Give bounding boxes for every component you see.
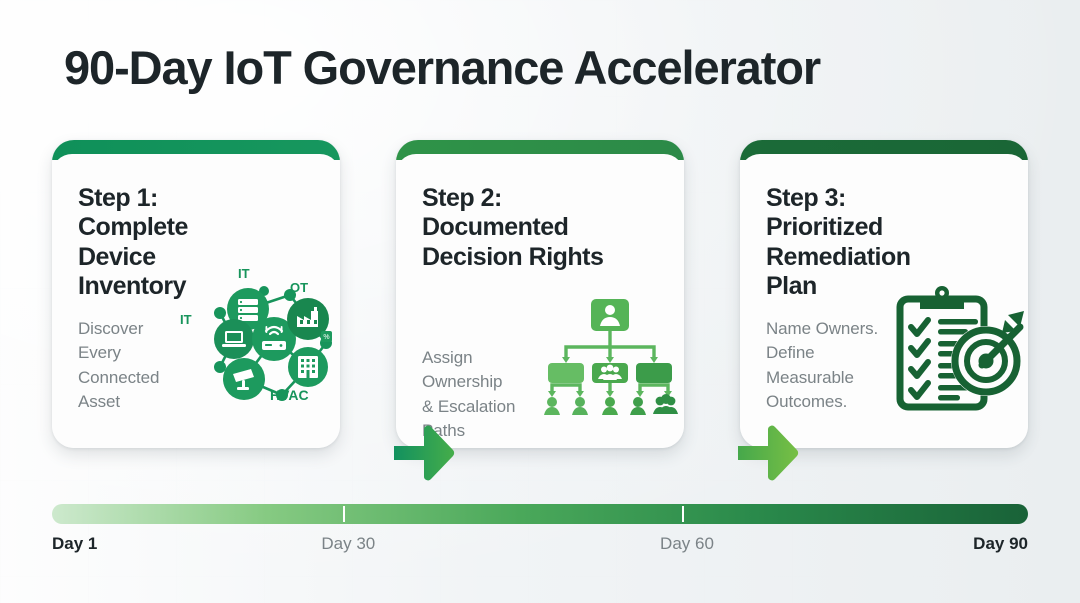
card-title-line: Decision Rights (422, 242, 604, 271)
card-title-line: Prioritized (766, 213, 883, 242)
card-subtitle-line: Assign (422, 347, 473, 367)
card-title: Step 3: Prioritized Remediation Plan (766, 184, 1006, 301)
timeline-bar[interactable] (52, 504, 1028, 524)
arrow-right-icon (738, 424, 800, 482)
icon-label-hvac: HVAC (270, 387, 309, 403)
card-subtitle-line: Every (78, 343, 121, 363)
card-title-line: Documented (422, 213, 569, 242)
timeline-tick-day60 (681, 506, 684, 522)
card-subtitle-line: & Escalation (422, 396, 516, 416)
svg-text:%: % (323, 334, 329, 341)
card-subtitle: Assign Ownership & Escalation Paths (422, 346, 662, 444)
timeline-label-day1: Day 1 (52, 534, 98, 553)
timeline-label-day30: Day 30 (321, 534, 376, 553)
card-body: Step 1: Complete Device Inventory Discov… (52, 154, 340, 448)
card-title: Step 2: Documented Decision Rights (422, 184, 662, 272)
timeline-label-day90: Day 90 (973, 534, 1028, 553)
card-subtitle: Discover Every Connected Asset (78, 317, 318, 415)
timeline: Day 1 Day 30 Day 60 Day 90 (52, 504, 1028, 553)
card-title-line: Step 2: (422, 184, 502, 212)
arrow-right-icon (394, 424, 456, 482)
card-subtitle-line: Ownership (422, 372, 503, 392)
network-devices-icon: % (204, 263, 340, 418)
card-subtitle-line: Asset (78, 392, 121, 412)
steps-container: Step 1: Complete Device Inventory Discov… (52, 140, 1028, 481)
card-subtitle-line: Paths (422, 421, 465, 441)
card-subtitle-line: Connected (78, 367, 160, 387)
card-body: Step 2: Documented Decision Rights Assig… (396, 154, 684, 448)
card-subtitle-line: Name Owners. (766, 319, 879, 338)
step-card-3[interactable]: Step 3: Prioritized Remediation Plan Nam… (740, 140, 1028, 448)
timeline-label-day60: Day 60 (660, 534, 714, 553)
card-title: Step 1: Complete Device Inventory (78, 184, 318, 301)
icon-label-it-2: IT (180, 312, 192, 327)
page-title: 90-Day IoT Governance Accelerator (64, 41, 821, 94)
card-title-line: Plan (766, 271, 817, 300)
org-chart-icon (542, 295, 678, 422)
card-title-line: Inventory (78, 271, 187, 300)
icon-label-it-1: IT (238, 266, 250, 281)
card-title-line: Complete (78, 213, 188, 242)
card-title-line: Step 3: (766, 184, 846, 212)
card-subtitle: Name Owners. Define Measurable Outcomes. (766, 317, 1006, 415)
step-card-2[interactable]: Step 2: Documented Decision Rights Assig… (396, 140, 684, 448)
card-subtitle-line: Outcomes. (766, 392, 848, 412)
card-title-line: Remediation (766, 242, 911, 271)
timeline-tick-day30 (342, 506, 345, 522)
clipboard-target-icon (894, 285, 1028, 418)
icon-label-ot: OT (290, 280, 309, 295)
step-card-1[interactable]: Step 1: Complete Device Inventory Discov… (52, 140, 340, 448)
card-title-line: Device (78, 242, 156, 271)
card-title-line: Step 1: (78, 184, 158, 212)
card-subtitle-line: Define (766, 343, 815, 363)
card-subtitle-line: Measurable (766, 367, 854, 387)
card-subtitle-line: Discover (78, 319, 144, 338)
